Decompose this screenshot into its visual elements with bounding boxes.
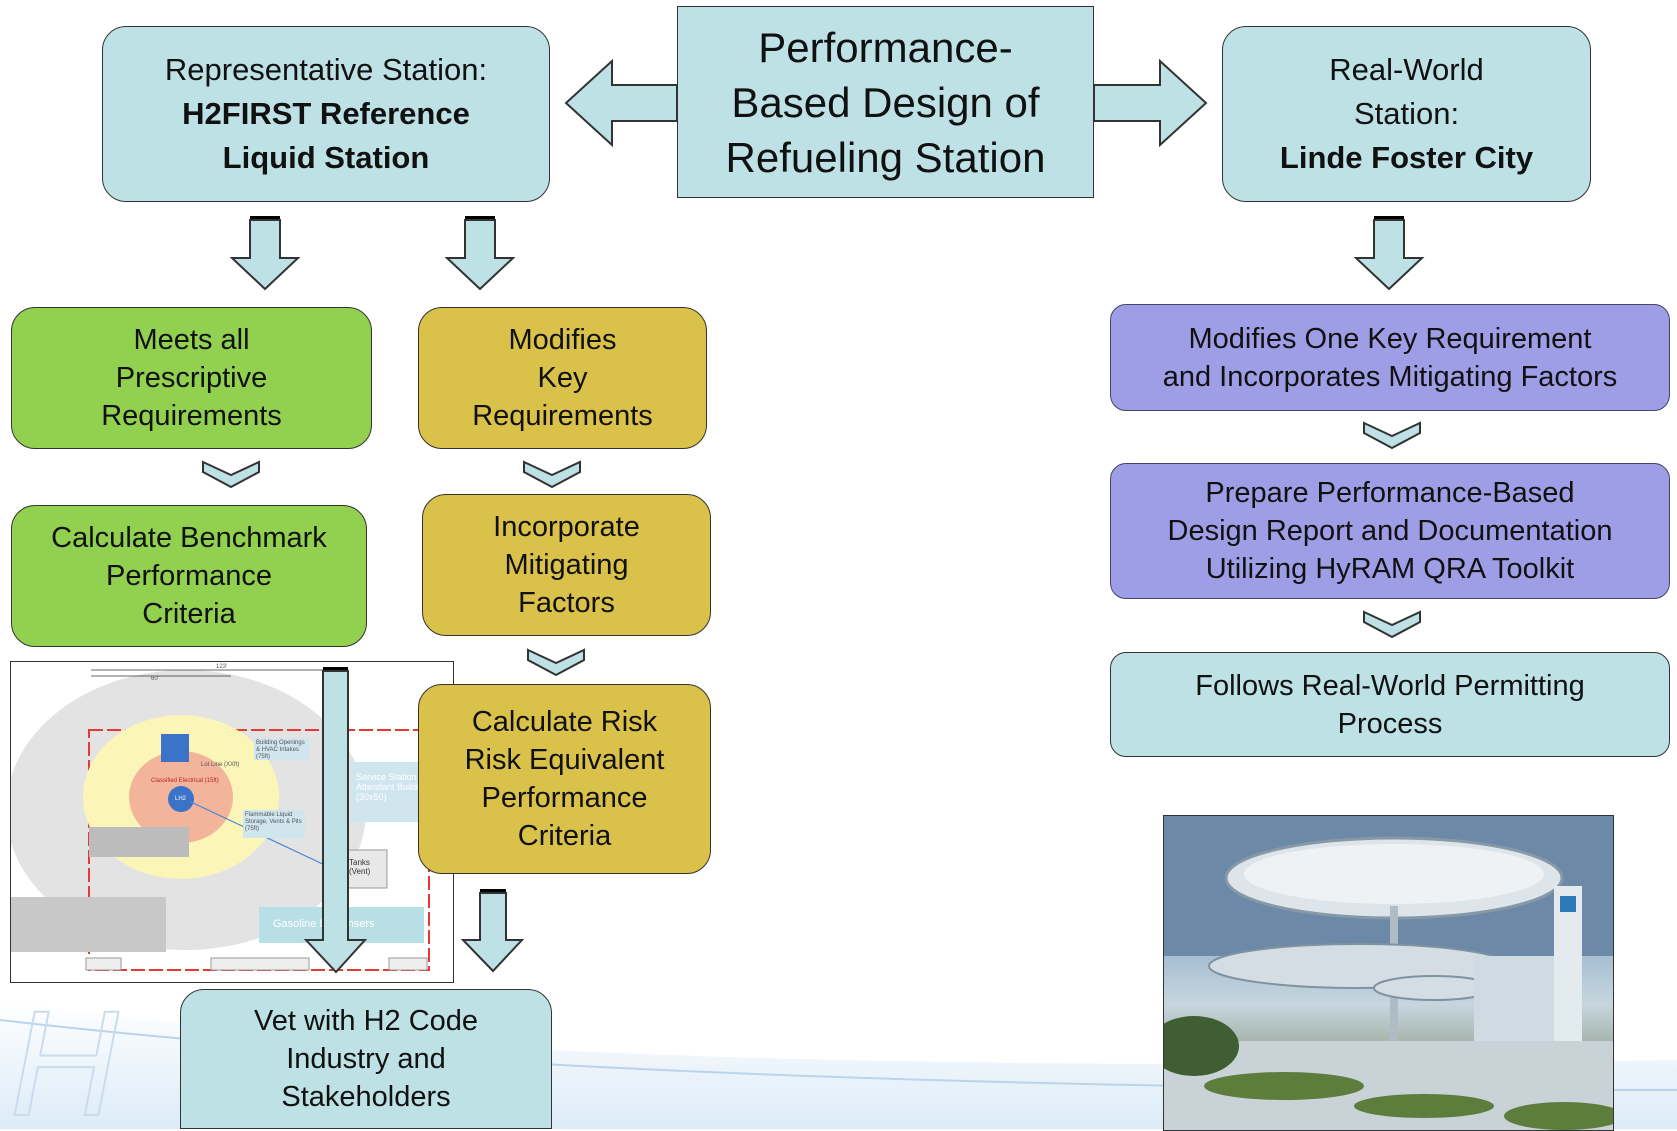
real-world-station-box: Real-World Station: Linde Foster City	[1222, 26, 1591, 202]
site-tanks: Tanks (Vent)	[349, 858, 371, 876]
vet-line-3: Stakeholders	[281, 1081, 451, 1113]
vet-line-2: Industry and	[286, 1043, 446, 1075]
calculate-benchmark-box: Calculate Benchmark Performance Criteria	[11, 505, 367, 647]
modifies-line-2: Key	[537, 362, 588, 394]
incorporate-line-2: Mitigating	[504, 549, 629, 581]
vet-with-h2-code-box: Vet with H2 Code Industry and Stakeholde…	[180, 989, 552, 1129]
vet-line-1: Vet with H2 Code	[253, 1005, 479, 1037]
prepare-line-2: Design Report and Documentation	[1167, 515, 1613, 547]
center-line-1: Performance-	[758, 23, 1013, 71]
benchmark-line-3: Criteria	[142, 598, 236, 630]
prepare-line-3: Utilizing HyRAM QRA Toolkit	[1205, 553, 1575, 585]
site-gasoline-dispensers: Gasoline Dispensers	[273, 918, 375, 930]
prepare-report-box: Prepare Performance-Based Design Report …	[1110, 463, 1670, 599]
follows-permitting-box: Follows Real-World Permitting Process	[1110, 652, 1670, 757]
modifies-line-1: Modifies	[508, 324, 617, 356]
real-station-line-2: Station:	[1353, 96, 1460, 131]
rep-station-name-1: H2FIRST Reference	[182, 96, 470, 131]
risk-line-4: Criteria	[517, 820, 612, 852]
modifies-key-box: Modifies Key Requirements	[418, 307, 707, 449]
modifies-line-3: Requirements	[472, 400, 653, 432]
representative-station-box: Representative Station: H2FIRST Referenc…	[102, 26, 550, 202]
benchmark-line-2: Performance	[105, 560, 272, 592]
calculate-risk-box: Calculate Risk Risk Equivalent Performan…	[418, 684, 711, 874]
meets-line-1: Meets all	[133, 324, 250, 356]
center-performance-based-design: Performance- Based Design of Refueling S…	[677, 6, 1094, 198]
site-flammable-liquid: Flammable Liquid Storage, Vents & Pits (…	[245, 812, 302, 832]
follows-line-1: Follows Real-World Permitting	[1195, 669, 1585, 702]
site-lot-line: Lot Line (XXft)	[201, 762, 240, 768]
follows-line-2: Process	[1337, 707, 1443, 740]
real-station-line-1: Real-World	[1329, 52, 1484, 87]
risk-line-3: Performance	[481, 782, 648, 814]
site-service-station: Service Station Attendant Building (30x5…	[356, 772, 430, 802]
site-classified-electrical: Classified Electrical (15ft)	[151, 778, 219, 784]
benchmark-line-1: Calculate Benchmark	[51, 522, 327, 554]
risk-line-2: Risk Equivalent	[464, 744, 665, 776]
incorporate-line-3: Factors	[518, 587, 615, 619]
modifies-one-line-2: and Incorporates Mitigating Factors	[1162, 360, 1618, 393]
center-line-2: Based Design of	[731, 78, 1040, 126]
meets-line-2: Prescriptive	[115, 362, 268, 394]
linde-station-photo	[1163, 815, 1614, 1131]
meets-line-3: Requirements	[101, 400, 282, 432]
modifies-one-line-1: Modifies One Key Requirement	[1188, 322, 1592, 355]
site-dim-60: 60'	[151, 676, 159, 682]
center-line-3: Refueling Station	[725, 133, 1046, 181]
site-plan-diagram: 123' 60' Building Openings & HVAC Intake…	[10, 661, 454, 983]
risk-line-1: Calculate Risk	[471, 706, 658, 738]
rep-station-name-2: Liquid Station	[222, 140, 430, 175]
site-lh2: LH2	[175, 796, 187, 802]
h2-watermark: H	[10, 979, 119, 1129]
site-dim-123: 123'	[216, 664, 228, 670]
rep-station-label: Representative Station:	[164, 52, 488, 87]
incorporate-line-1: Incorporate	[493, 511, 640, 543]
meets-prescriptive-box: Meets all Prescriptive Requirements	[11, 307, 372, 449]
prepare-line-1: Prepare Performance-Based	[1205, 477, 1575, 509]
modifies-one-key-box: Modifies One Key Requirement and Incorpo…	[1110, 304, 1670, 411]
site-plan-svg	[11, 669, 441, 971]
station-photo-svg	[1164, 816, 1613, 1130]
site-building-openings: Building Openings & HVAC Intakes (75ft)	[256, 740, 305, 760]
incorporate-mitigating-box: Incorporate Mitigating Factors	[422, 494, 711, 636]
real-station-name: Linde Foster City	[1279, 140, 1534, 175]
